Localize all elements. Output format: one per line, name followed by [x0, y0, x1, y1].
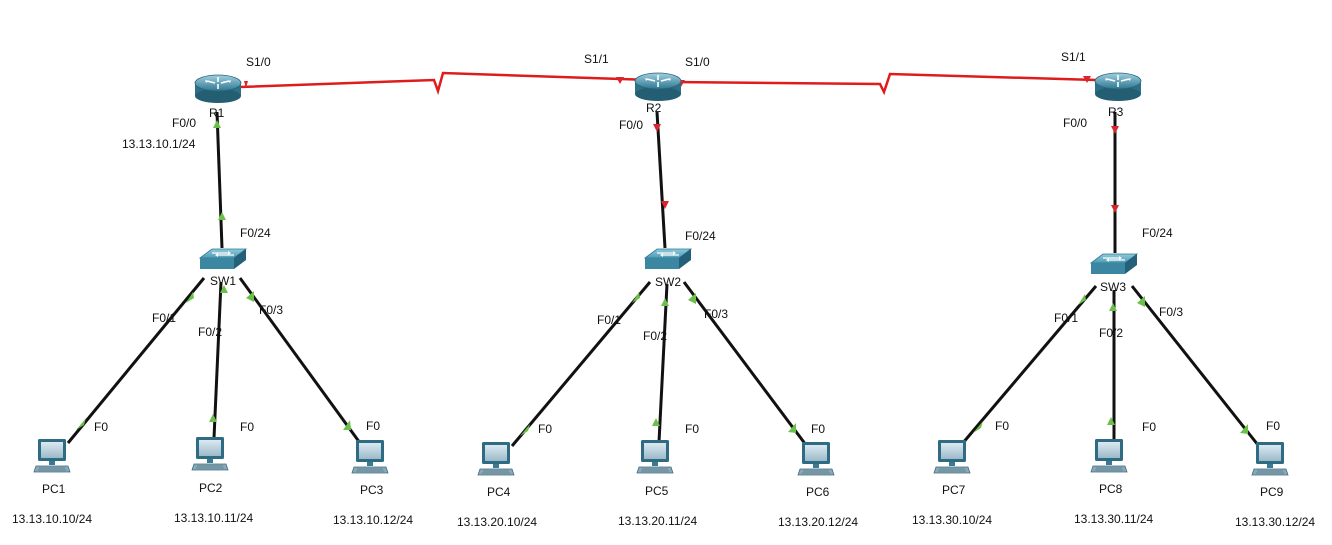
sw1-port3-label: F0/3: [259, 303, 283, 317]
sw2-uplink-label: F0/24: [685, 229, 716, 243]
r3-name-label: R3: [1108, 105, 1124, 119]
pc4-port-label: F0: [538, 422, 552, 436]
port-down-indicator: [244, 81, 248, 88]
pc4-name-label: PC4: [487, 485, 511, 499]
pc5-port-label: F0: [685, 422, 699, 436]
serial-cable[interactable]: [671, 72, 1097, 96]
pc2-name-label: PC2: [199, 481, 223, 495]
r2-lan-port-label: F0/0: [619, 118, 643, 132]
pc9-ip-label: 13.13.30.12/24: [1235, 515, 1315, 529]
r1-serial-port-label: S1/0: [246, 55, 271, 69]
sw1-port1-label: F0/1: [152, 311, 176, 325]
pc4-ip-label: 13.13.20.10/24: [457, 515, 537, 529]
ethernet-cable[interactable]: [215, 111, 224, 249]
pc8-port-label: F0: [1142, 420, 1156, 434]
serial-link-r2-r3[interactable]: [671, 72, 1097, 96]
pc2-port-label: F0: [240, 420, 254, 434]
router-icon-r2[interactable]: [634, 72, 682, 102]
pc8-name-label: PC8: [1099, 482, 1123, 496]
switch-icon-sw2[interactable]: [644, 248, 692, 270]
sw3-port3-label: F0/3: [1159, 305, 1183, 319]
link-r1-sw1[interactable]: [213, 111, 226, 249]
sw2-name-label: SW2: [655, 275, 681, 289]
pc6-ip-label: 13.13.20.12/24: [778, 515, 858, 529]
ethernet-cable[interactable]: [655, 111, 667, 249]
sw3-uplink-label: F0/24: [1142, 226, 1173, 240]
sw3-port2-label: F0/2: [1099, 326, 1123, 340]
sw2-port3-label: F0/3: [704, 307, 728, 321]
pc-icon-pc1[interactable]: [33, 438, 71, 473]
switch-icon-sw3[interactable]: [1090, 253, 1138, 275]
sw1-uplink-label: F0/24: [240, 226, 271, 240]
sw2-port1-label: F0/1: [597, 313, 621, 327]
port-down-indicator: [653, 124, 661, 132]
r2-serial-a-label: S1/1: [584, 52, 609, 66]
pc1-name-label: PC1: [42, 482, 66, 496]
pc-icon-pc9[interactable]: [1251, 441, 1289, 476]
r2-name-label: R2: [646, 101, 662, 115]
pc9-port-label: F0: [1266, 419, 1280, 433]
ethernet-cable-pc5[interactable]: [657, 283, 669, 443]
pc-icon-pc4[interactable]: [477, 441, 515, 476]
port-up-indicator: [218, 212, 226, 220]
port-down-indicator: [1111, 126, 1119, 134]
serial-cable[interactable]: [239, 71, 651, 96]
r2-serial-b-label: S1/0: [685, 55, 710, 69]
r3-serial-port-label: S1/1: [1061, 50, 1086, 64]
sw1-name-label: SW1: [210, 274, 236, 288]
link-r2-sw2[interactable]: [653, 111, 669, 249]
pc-icon-pc2[interactable]: [191, 436, 229, 471]
ethernet-cable-pc6[interactable]: [682, 281, 808, 446]
pc3-name-label: PC3: [360, 483, 384, 497]
pc7-ip-label: 13.13.30.10/24: [912, 513, 992, 527]
pc6-port-label: F0: [811, 422, 825, 436]
ethernet-cable-pc9[interactable]: [1130, 285, 1260, 446]
sw3-port1-label: F0/1: [1054, 311, 1078, 325]
r1-name-label: R1: [209, 106, 225, 120]
ethernet-cable-pc2[interactable]: [212, 281, 223, 439]
link-r3-sw3[interactable]: [1111, 112, 1119, 253]
r1-lan-port-label: F0/0: [172, 116, 196, 130]
ethernet-cable-pc3[interactable]: [238, 277, 362, 444]
port-down-indicator: [616, 77, 624, 84]
pc-icon-pc5[interactable]: [636, 439, 674, 474]
pc-icon-pc3[interactable]: [351, 439, 389, 474]
port-down-indicator: [1083, 76, 1091, 83]
port-up-indicators: [76, 285, 1248, 436]
pc1-ip-label: 13.13.10.10/24: [12, 512, 92, 526]
sw2-port2-label: F0/2: [643, 329, 667, 343]
r1-ip-label: 13.13.10.1/24: [122, 137, 196, 151]
router-icon-r1[interactable]: [194, 74, 242, 104]
port-down-indicator: [1111, 205, 1119, 213]
pc6-name-label: PC6: [806, 485, 830, 499]
pc7-name-label: PC7: [942, 483, 966, 497]
pc-icon-pc8[interactable]: [1090, 438, 1128, 473]
pc9-name-label: PC9: [1260, 485, 1284, 499]
port-up-indicator: [213, 120, 221, 128]
pc3-ip-label: 13.13.10.12/24: [333, 513, 413, 527]
pc-icon-pc7[interactable]: [933, 439, 971, 474]
ethernet-cable-pc1[interactable]: [66, 277, 206, 444]
pc5-ip-label: 13.13.20.11/24: [618, 514, 698, 528]
r3-lan-port-label: F0/0: [1063, 116, 1087, 130]
pc5-name-label: PC5: [645, 484, 669, 498]
ethernet-cable-pc7[interactable]: [960, 285, 1098, 445]
router-icon-r3[interactable]: [1094, 72, 1142, 102]
sw1-port2-label: F0/2: [198, 325, 222, 339]
pc-icon-pc6[interactable]: [797, 441, 835, 476]
pc8-ip-label: 13.13.30.11/24: [1074, 512, 1154, 526]
access-links[interactable]: [66, 277, 1260, 447]
pc1-port-label: F0: [94, 420, 108, 434]
serial-link-r1-r2[interactable]: [239, 71, 651, 96]
pc3-port-label: F0: [366, 419, 380, 433]
port-down-indicator: [661, 201, 669, 209]
pc7-port-label: F0: [995, 419, 1009, 433]
pc2-ip-label: 13.13.10.11/24: [174, 511, 254, 525]
ethernet-cable-pc4[interactable]: [510, 281, 652, 447]
switch-icon-sw1[interactable]: [199, 248, 247, 270]
sw3-name-label: SW3: [1100, 280, 1126, 294]
